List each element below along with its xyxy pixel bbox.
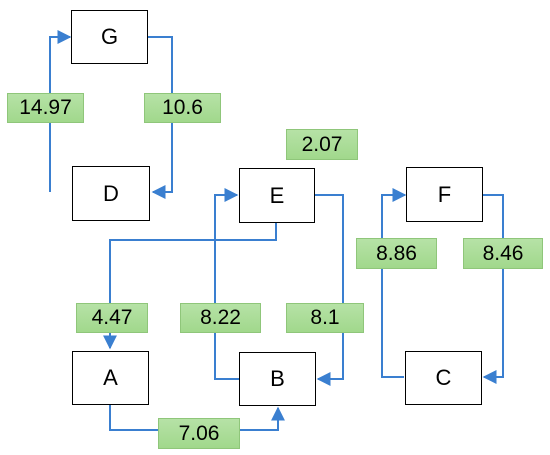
edge-label-f-c: 8.46 — [463, 238, 543, 269]
node-c: C — [405, 351, 482, 405]
edge-label-c-f: 8.86 — [356, 238, 437, 269]
edge-label-e-a: 4.47 — [76, 303, 148, 333]
node-d: D — [72, 166, 150, 221]
edge-e-a — [103, 223, 277, 350]
edge-f-c — [482, 194, 504, 384]
node-a: A — [72, 351, 149, 405]
node-b: B — [239, 352, 316, 406]
edge-label-e-b: 8.1 — [286, 303, 364, 333]
edge-label-b-e: 8.22 — [180, 303, 261, 333]
node-f: F — [406, 167, 483, 222]
edge-d-g — [49, 30, 72, 192]
edge-e-b — [315, 194, 344, 386]
edge-label-a-b: 7.06 — [158, 418, 240, 449]
floating-weight-label: 2.07 — [286, 129, 358, 160]
node-g: G — [71, 10, 148, 64]
edge-b-e — [214, 188, 240, 380]
node-e: E — [239, 168, 315, 223]
edge-label-g-d: 10.6 — [144, 93, 221, 123]
edge-label-d-g: 14.97 — [7, 93, 84, 123]
edge-c-f — [381, 188, 407, 378]
